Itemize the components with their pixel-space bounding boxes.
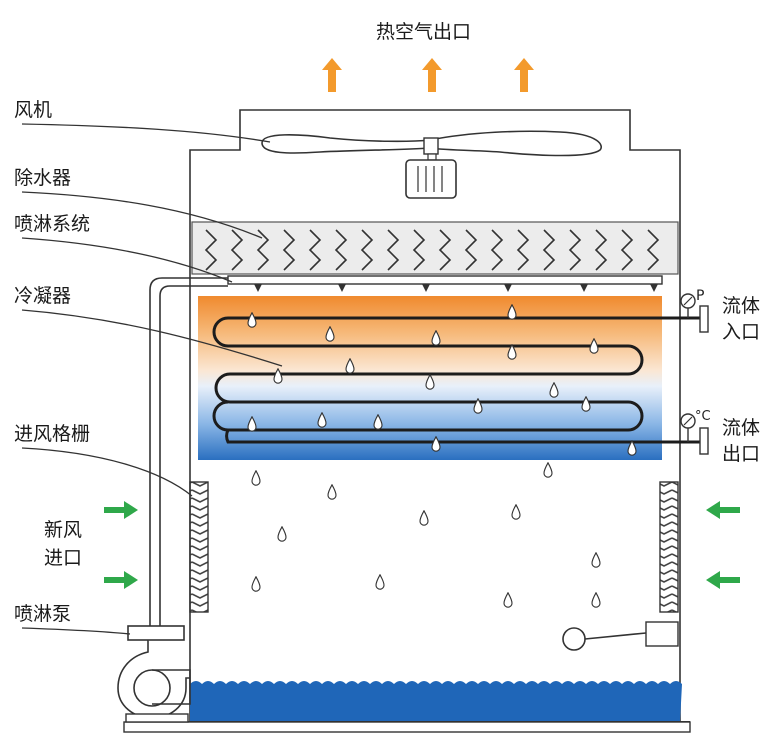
- hot-air-arrows: [322, 58, 534, 92]
- water-basin: [190, 681, 682, 722]
- spray-nozzle: [254, 284, 262, 292]
- arrow-left-icon: [706, 501, 740, 519]
- eliminator-blade: [256, 229, 270, 271]
- hot-air-outlet-label: 热空气出口: [376, 21, 472, 43]
- spray-nozzle: [650, 284, 658, 292]
- pressure-symbol: P: [696, 288, 704, 304]
- spray-nozzle: [422, 284, 430, 292]
- fresh-air-inlet-label-line2: 进口: [44, 547, 83, 569]
- thermometer-icon: [680, 413, 696, 442]
- float-valve-icon: [562, 621, 679, 651]
- tower-base: [123, 721, 691, 733]
- spray-nozzle: [338, 284, 346, 292]
- eliminator-blade: [542, 229, 556, 271]
- eliminator-blade: [204, 229, 218, 271]
- spray-system-label: 喷淋系统: [14, 213, 91, 235]
- fluid-inlet-label-line2: 入口: [722, 321, 761, 343]
- eliminator-blade: [490, 229, 504, 271]
- pressure-gauge-icon: [680, 293, 696, 318]
- fluid-outlet-label-line1: 流体: [722, 417, 761, 439]
- eliminator-blade: [334, 229, 348, 271]
- arrow-right-icon: [104, 501, 138, 519]
- eliminator-blade: [516, 229, 530, 271]
- spray-nozzle: [580, 284, 588, 292]
- spray-riser-pipe: [149, 277, 228, 640]
- temperature-symbol: °C: [695, 409, 711, 424]
- eliminator-blade: [620, 229, 634, 271]
- arrow-up-icon: [322, 58, 342, 92]
- air-inlet-louver-left: [189, 481, 209, 613]
- spray-nozzle: [504, 284, 512, 292]
- spray-pump-icon: [117, 625, 191, 723]
- arrow-up-icon: [422, 58, 442, 92]
- fresh-air-arrows: [104, 501, 740, 589]
- eliminator-blade: [594, 229, 608, 271]
- eliminator-blade: [282, 229, 296, 271]
- fluid-outlet-fitting: [699, 427, 709, 455]
- fluid-inlet-label-line1: 流体: [722, 295, 761, 317]
- eliminator-blade: [646, 229, 660, 271]
- fan-motor-icon: [405, 159, 457, 199]
- fan-label: 风机: [14, 99, 53, 121]
- air-inlet-louver-label: 进风格栅: [14, 423, 91, 445]
- eliminator-blade: [360, 229, 374, 271]
- arrow-right-icon: [104, 571, 138, 589]
- leader-lines: [21, 123, 283, 635]
- eliminator-blade: [386, 229, 400, 271]
- drift-eliminator: [191, 221, 679, 275]
- eliminator-blade: [230, 229, 244, 271]
- arrow-left-icon: [706, 571, 740, 589]
- drift-eliminator-label: 除水器: [14, 167, 72, 189]
- arrow-up-icon: [514, 58, 534, 92]
- fluid-outlet-label-line2: 出口: [722, 443, 761, 465]
- condenser-label: 冷凝器: [14, 285, 72, 307]
- eliminator-blade: [412, 229, 426, 271]
- condenser-coil: [198, 296, 700, 460]
- fluid-inlet-fitting: [699, 305, 709, 333]
- eliminator-blade: [438, 229, 452, 271]
- eliminator-blade: [308, 229, 322, 271]
- fresh-air-inlet-label-line1: 新风: [44, 519, 83, 541]
- spray-pump-label: 喷淋泵: [14, 603, 72, 625]
- fan-icon: [261, 130, 602, 161]
- eliminator-blade: [568, 229, 582, 271]
- eliminator-blade: [464, 229, 478, 271]
- air-inlet-louver-right: [659, 481, 679, 613]
